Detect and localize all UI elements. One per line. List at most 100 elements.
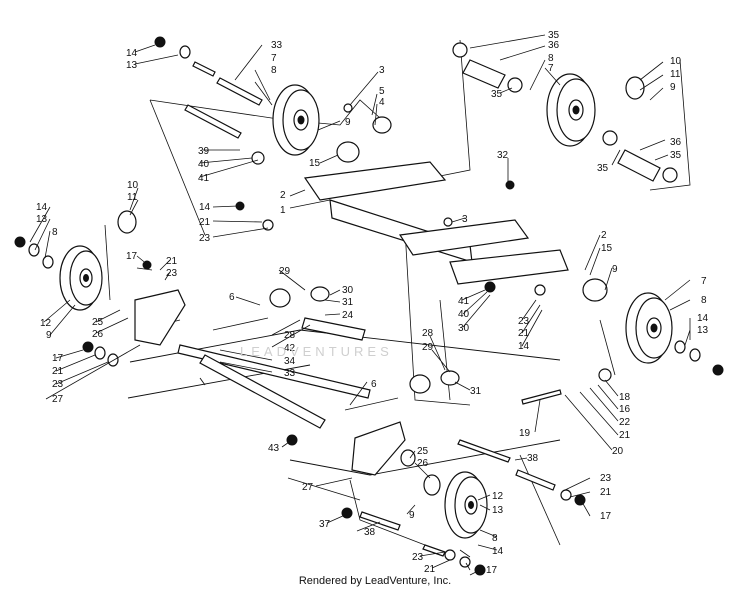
callout-label: 8: [271, 65, 277, 76]
upper-axle-shafts: [184, 59, 661, 182]
guide-lines: [104, 39, 691, 546]
callout-labels: 14 13 33 7 8 3 5 4 9 39 40 41 15 35 36 8…: [36, 30, 709, 576]
callout-label: 23: [52, 379, 64, 390]
callout-label: 35: [670, 150, 682, 161]
callout-label: 26: [92, 329, 104, 340]
callout-label: 13: [492, 505, 504, 516]
callout-label: 10: [127, 180, 139, 191]
callout-label: 3: [462, 214, 468, 225]
lower-idler-wheel: [444, 471, 488, 539]
callout-label: 41: [198, 173, 210, 184]
callout-label: 23: [412, 552, 424, 563]
callout-label: 14: [36, 202, 48, 213]
callout-label: 16: [619, 404, 631, 415]
side-plates: [134, 289, 406, 476]
callout-label: 36: [670, 137, 682, 148]
lower-rails-and-shocks: [177, 286, 460, 429]
callout-label: 21: [166, 256, 178, 267]
callout-label: 13: [126, 60, 138, 71]
callout-label: 9: [670, 82, 676, 93]
callout-label: 10: [670, 56, 682, 67]
callout-label: 12: [40, 318, 52, 329]
callout-label: 27: [52, 394, 64, 405]
callout-label: 8: [548, 53, 554, 64]
callout-label: 21: [600, 487, 612, 498]
callout-label: 19: [519, 428, 531, 439]
callout-label: 1: [280, 205, 286, 216]
callout-label: 37: [319, 519, 331, 530]
callout-label: 35: [548, 30, 560, 41]
callout-label: 7: [271, 53, 277, 64]
footer-credit: Rendered by LeadVenture, Inc.: [298, 575, 452, 587]
callout-label: 17: [52, 353, 64, 364]
callout-label: 27: [302, 482, 314, 493]
callout-label: 28: [422, 328, 434, 339]
callout-label: 41: [458, 296, 470, 307]
callout-label: 20: [612, 446, 624, 457]
callout-label: 32: [497, 150, 509, 161]
callout-label: 11: [127, 192, 138, 203]
callout-label: 9: [345, 117, 351, 128]
callout-label: 40: [198, 159, 210, 170]
watermark: LEADVENTURES: [240, 344, 393, 359]
callout-label: 8: [52, 227, 58, 238]
callout-label: 33: [271, 40, 283, 51]
callout-label: 24: [342, 310, 354, 321]
callout-label: 18: [619, 392, 631, 403]
callout-label: 13: [36, 214, 48, 225]
callout-label: 14: [199, 202, 211, 213]
callout-label: 2: [280, 190, 286, 201]
long-bolts: [359, 389, 562, 557]
right-idler-wheel: [625, 292, 673, 364]
callout-label: 15: [601, 243, 613, 254]
callout-label: 35: [597, 163, 609, 174]
callout-label: 14: [697, 313, 709, 324]
callout-label: 11: [670, 69, 681, 80]
callout-label: 7: [701, 276, 707, 287]
callout-label: 43: [268, 443, 280, 454]
callout-label: 17: [600, 511, 612, 522]
callout-label: 14: [126, 48, 138, 59]
callout-label: 39: [198, 146, 210, 157]
callout-label: 23: [518, 316, 530, 327]
leader-lines: [29, 34, 691, 576]
callout-label: 25: [92, 317, 104, 328]
callout-label: 3: [379, 65, 385, 76]
callout-label: 6: [229, 292, 235, 303]
callout-label: 9: [409, 510, 415, 521]
callout-label: 22: [619, 417, 631, 428]
callout-label: 23: [199, 233, 211, 244]
callout-label: 33: [284, 368, 296, 379]
callout-label: 42: [284, 343, 296, 354]
callout-label: 26: [417, 458, 429, 469]
callout-label: 17: [486, 565, 498, 576]
callout-label: 21: [424, 564, 436, 575]
callout-label: 6: [371, 379, 377, 390]
callout-label: 28: [284, 330, 296, 341]
callout-label: 2: [601, 230, 607, 241]
callout-label: 29: [422, 342, 434, 353]
callout-label: 36: [548, 40, 560, 51]
small-hardware: [14, 36, 724, 576]
callout-label: 31: [342, 297, 354, 308]
callout-label: 30: [342, 285, 354, 296]
callout-label: 35: [491, 89, 503, 100]
callout-label: 23: [166, 268, 178, 279]
callout-label: 29: [279, 266, 291, 277]
swing-arm-assembly: [303, 141, 608, 302]
upper-right-idler-wheel: [546, 73, 596, 147]
callout-label: 15: [309, 158, 321, 169]
upper-left-idler-wheel: [272, 84, 320, 156]
callout-label: 30: [458, 323, 470, 334]
callout-label: 4: [379, 97, 385, 108]
callout-label: 23: [600, 473, 612, 484]
left-idler-wheel: [59, 245, 103, 311]
callout-label: 21: [619, 430, 631, 441]
callout-label: 7: [548, 63, 554, 74]
callout-label: 9: [46, 330, 52, 341]
callout-label: 21: [518, 328, 530, 339]
callout-label: 14: [492, 546, 504, 557]
callout-label: 31: [470, 386, 482, 397]
callout-label: 8: [701, 295, 707, 306]
